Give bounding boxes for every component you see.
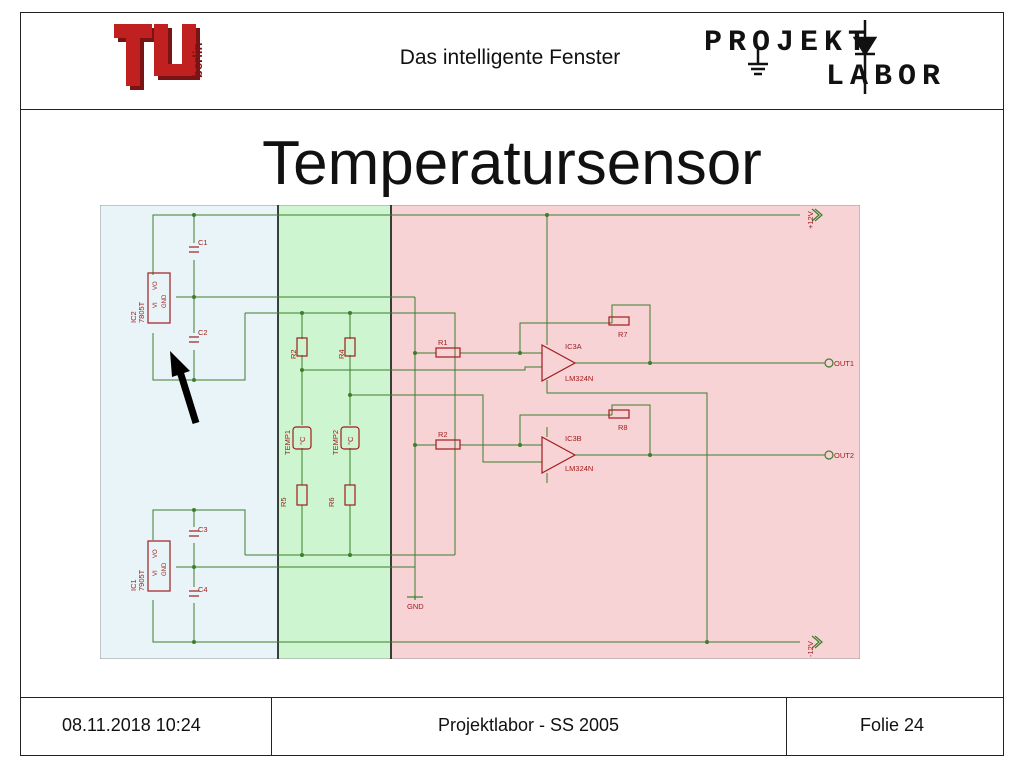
header-divider xyxy=(20,109,1004,110)
schematic-label: TEMP2 xyxy=(331,430,340,455)
tu-logo-sub: berlin xyxy=(190,43,205,78)
schematic-label: IC3B xyxy=(565,434,582,443)
schematic-label: GND xyxy=(162,294,168,308)
schematic-label: C3 xyxy=(198,525,208,534)
regulator-ic2 xyxy=(147,272,171,324)
schematic-label: R4 xyxy=(337,349,346,359)
tu-berlin-logo: berlin xyxy=(114,24,205,90)
slide-frame xyxy=(20,12,1004,756)
footer-date: 08.11.2018 10:24 xyxy=(62,715,201,735)
footer-divider xyxy=(20,697,1004,698)
schematic-label: OUT2 xyxy=(834,451,854,460)
footer-course: Projektlabor - SS 2005 xyxy=(437,715,620,735)
schematic-label: R2 xyxy=(438,430,448,439)
schematic-label: LM324N xyxy=(565,464,593,473)
opamp-ic3a xyxy=(541,343,577,383)
schematic-label: VI xyxy=(153,302,159,308)
logo-line2: LABOR xyxy=(826,60,946,94)
schematic-label: °C xyxy=(298,436,307,445)
footer-separator xyxy=(271,697,272,756)
schematic-label: R6 xyxy=(327,497,336,507)
schematic-label: R5 xyxy=(279,497,288,507)
schematic-label: 7805T xyxy=(137,301,146,323)
schematic-label: +12V xyxy=(806,211,815,229)
projektlabor-logo: PROJEKT LABOR xyxy=(704,20,946,94)
schematic-label: R1 xyxy=(438,338,448,347)
schematic-label: R8 xyxy=(618,423,628,432)
zone-power-supply xyxy=(100,205,278,659)
logo-line1: PROJEKT xyxy=(704,26,872,60)
schematic-label: °C xyxy=(346,436,355,445)
schematic-label: TEMP1 xyxy=(283,430,292,455)
zone-amplifier xyxy=(391,205,860,659)
schematic-label: IC3A xyxy=(565,342,582,351)
schematic-label: C4 xyxy=(198,585,208,594)
schematic-label: R7 xyxy=(618,330,628,339)
opamp-ic3b xyxy=(541,435,577,475)
schematic-label: GND xyxy=(162,562,168,576)
schematic-label: -12V xyxy=(806,641,815,657)
out1-terminal xyxy=(824,358,834,368)
schematic-label: GND xyxy=(407,602,424,611)
schematic-label: R2 xyxy=(289,349,298,359)
schematic-label: VO xyxy=(153,281,159,290)
zone-sensor xyxy=(278,205,391,659)
schematic-label: C2 xyxy=(198,328,208,337)
schematic-diagram: C1 C2 C3 C4 IC2 7805T IC1 7905T VI VO GN… xyxy=(100,205,860,659)
regulator-ic1 xyxy=(147,540,171,592)
footer-slide-number: Folie 24 xyxy=(860,715,925,735)
out2-terminal xyxy=(824,450,834,460)
schematic-label: 7905T xyxy=(137,569,146,591)
schematic-label: C1 xyxy=(198,238,208,247)
schematic-label: LM324N xyxy=(565,374,593,383)
schematic-label: OUT1 xyxy=(834,359,854,368)
footer-separator xyxy=(786,697,787,756)
header-title: Das intelligente Fenster xyxy=(399,46,621,69)
schematic-label: VO xyxy=(153,549,159,558)
schematic-label: VI xyxy=(153,570,159,576)
schematic-label: IC2 xyxy=(129,311,138,323)
slide-title: Temperatursensor xyxy=(262,129,762,198)
annotation-arrow xyxy=(170,351,200,425)
schematic-label: IC1 xyxy=(129,579,138,591)
